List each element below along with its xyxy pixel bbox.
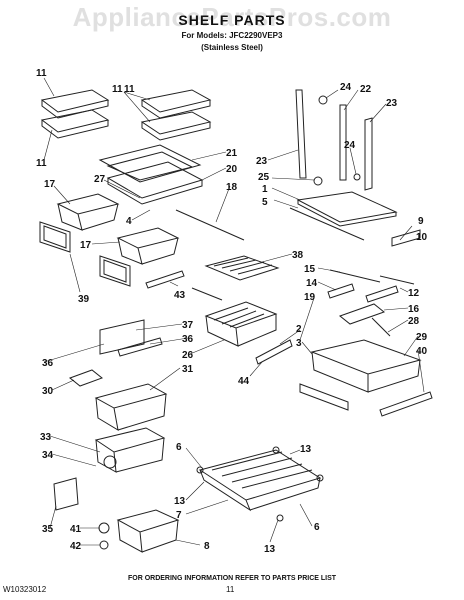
- ordering-note: FOR ORDERING INFORMATION REFER TO PARTS …: [127, 575, 337, 582]
- part-drawer-front: [53, 477, 79, 511]
- callout: 29: [416, 332, 428, 343]
- callout: 42: [70, 541, 82, 552]
- callout: 17: [80, 240, 92, 251]
- part-screw: [99, 540, 109, 550]
- callout: 3: [296, 338, 302, 349]
- callout: 11: [112, 84, 123, 95]
- callout: 11: [124, 84, 135, 95]
- callout: 6: [176, 442, 182, 453]
- part-wire-shelf: [204, 255, 280, 281]
- part-glass-shelf: [289, 191, 398, 241]
- part-pantry-drawer: [94, 427, 166, 473]
- callout: 21: [226, 148, 238, 159]
- callout-labels: 11 11 11 11 27 17 4 17 39 43 37 36 26 36…: [36, 68, 428, 555]
- callout: 25: [258, 172, 270, 183]
- part-bracket: [145, 270, 185, 289]
- page-title: SHELF PARTS: [178, 12, 286, 28]
- watermark: AppliancePartsPros.com: [72, 2, 392, 32]
- part-crisper-lower: [116, 227, 180, 265]
- callout: 11: [36, 158, 47, 169]
- part-clip: [98, 522, 110, 534]
- finish-line: (Stainless Steel): [201, 43, 263, 52]
- callout: 22: [360, 84, 372, 95]
- callout: 40: [416, 346, 428, 357]
- part-ice-bin: [68, 369, 168, 431]
- callout: 9: [418, 216, 424, 227]
- callout: 39: [78, 294, 90, 305]
- part-basket-rail: [191, 287, 223, 301]
- callout: 28: [408, 316, 420, 327]
- callout: 11: [36, 68, 47, 79]
- page-number: 11: [226, 585, 235, 594]
- part-shelf-pair-right: [140, 89, 212, 141]
- callout: 6: [314, 522, 320, 533]
- part-shelf-pair-left: [40, 89, 110, 139]
- model-line: For Models: JFC2290VEP3: [181, 31, 283, 40]
- callout: 8: [204, 541, 210, 552]
- callout: 15: [304, 264, 316, 275]
- callout: 7: [176, 510, 182, 521]
- callout: 10: [416, 232, 428, 243]
- part-slide-rail: [255, 339, 293, 365]
- callout: 41: [70, 524, 82, 535]
- part-vertical-rails: [295, 89, 373, 191]
- callout: 18: [226, 182, 238, 193]
- part-divider-bracket: [99, 319, 163, 357]
- callout: 27: [94, 174, 106, 185]
- part-shelf-frame: [98, 144, 204, 205]
- part-crisper-upper: [56, 193, 120, 231]
- part-deli-tray: [299, 339, 433, 417]
- callout: 12: [408, 288, 420, 299]
- callout: 4: [126, 216, 132, 227]
- callout: 20: [226, 164, 238, 175]
- callout: 38: [292, 250, 304, 261]
- callout: 23: [256, 156, 268, 167]
- callout: 34: [42, 450, 54, 461]
- part-crisper-covers: [39, 221, 131, 287]
- callout: 33: [40, 432, 52, 443]
- callout: 13: [300, 444, 312, 455]
- part-small-bin: [116, 509, 180, 553]
- callout: 24: [344, 140, 356, 151]
- part-freezer-basket: [196, 446, 324, 522]
- callout: 35: [42, 524, 54, 535]
- document-number: W10323012: [3, 585, 47, 594]
- part-wire-basket: [204, 301, 278, 347]
- leader-lines: [43, 77, 425, 546]
- callout: 13: [174, 496, 186, 507]
- part-tray-brackets: [327, 269, 415, 337]
- callout: 30: [42, 386, 54, 397]
- callout: 31: [182, 364, 194, 375]
- callout: 2: [296, 324, 302, 335]
- callout: 13: [264, 544, 276, 555]
- part-shelf-support: [391, 229, 421, 247]
- callout: 43: [174, 290, 186, 301]
- callout: 1: [262, 184, 268, 195]
- callout: 14: [306, 278, 318, 289]
- callout: 23: [386, 98, 398, 109]
- callout: 37: [182, 320, 194, 331]
- callout: 26: [182, 350, 194, 361]
- callout: 24: [340, 82, 352, 93]
- callout: 5: [262, 197, 268, 208]
- callout: 44: [238, 376, 250, 387]
- callout: 16: [408, 304, 420, 315]
- callout: 36: [182, 334, 194, 345]
- callout: 19: [304, 292, 316, 303]
- callout: 36: [42, 358, 54, 369]
- callout: 17: [44, 179, 56, 190]
- part-rail: [175, 209, 245, 241]
